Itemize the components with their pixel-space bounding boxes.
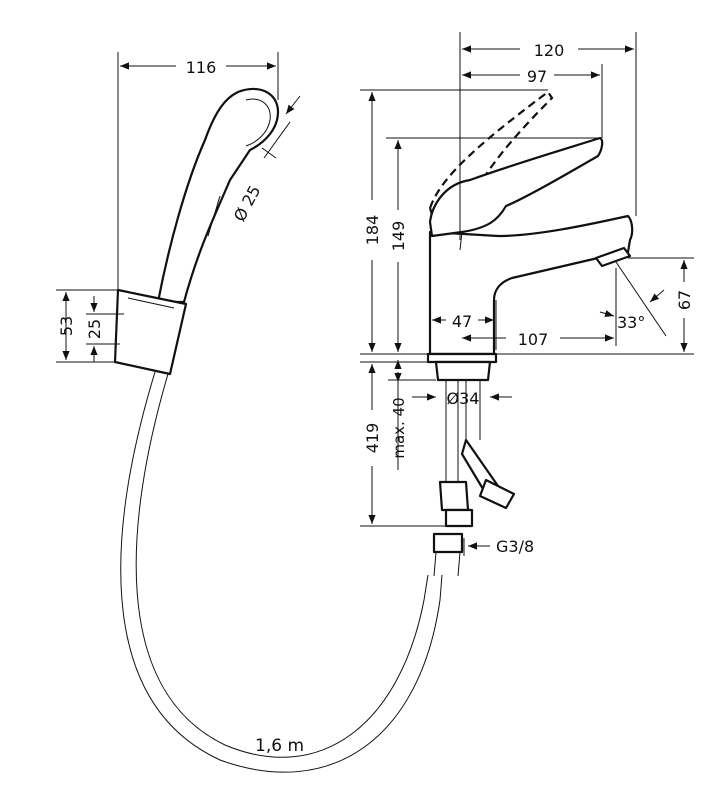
dim-faucet-total-width: 120 <box>459 32 637 240</box>
hose-length-label: 1,6 m <box>255 736 304 756</box>
dim-33-angle-label: 33° <box>617 313 645 332</box>
dim-419-label: 419 <box>363 423 382 454</box>
dim-120-label: 120 <box>534 41 565 60</box>
dim-thread-size: G3/8 <box>463 537 534 556</box>
dim-spout-angle: 33° <box>599 261 667 337</box>
dim-supply-length: 419 <box>360 361 446 527</box>
mounting-nut <box>434 360 492 382</box>
dim-184-label: 184 <box>363 215 382 246</box>
dim-hole-diameter: Ø34 <box>412 389 512 408</box>
dim-faucet-height-body: 149 <box>386 137 600 352</box>
dim-faucet-handle-reach: 97 <box>462 64 603 138</box>
dim-149-label: 149 <box>389 221 408 252</box>
shower-holder <box>113 288 188 376</box>
hand-shower <box>113 87 443 773</box>
dim-116-label: 116 <box>186 58 217 77</box>
dim-holder: 53 25 <box>56 289 124 363</box>
dim-faucet-spout-reach: 107 <box>462 268 617 349</box>
dim-g38-label: G3/8 <box>496 537 534 556</box>
supply-hose-hot <box>438 480 470 512</box>
dim-67-label: 67 <box>675 290 694 310</box>
dim-max-40-label: max. 40 <box>390 397 408 458</box>
hose <box>120 371 443 773</box>
dim-diameter-25-label: Ø 25 <box>230 182 265 225</box>
dim-diameter-34-label: Ø34 <box>447 389 480 408</box>
faucet-lever <box>428 136 604 238</box>
dim-max-thickness: max. 40 <box>386 360 436 470</box>
dim-faucet-base: 47 <box>432 300 497 350</box>
dim-107-label: 107 <box>518 330 549 349</box>
dim-53-label: 53 <box>57 316 76 336</box>
dim-faucet-height-total: 184 <box>360 89 548 355</box>
shower-head <box>156 87 280 304</box>
faucet-base <box>426 352 498 364</box>
dim-25-label: 25 <box>85 319 104 339</box>
dim-97-label: 97 <box>527 67 547 86</box>
dim-spout-height: 67 <box>496 257 694 355</box>
dim-shower-width: 116 <box>117 52 279 290</box>
dim-47-label: 47 <box>452 312 472 331</box>
